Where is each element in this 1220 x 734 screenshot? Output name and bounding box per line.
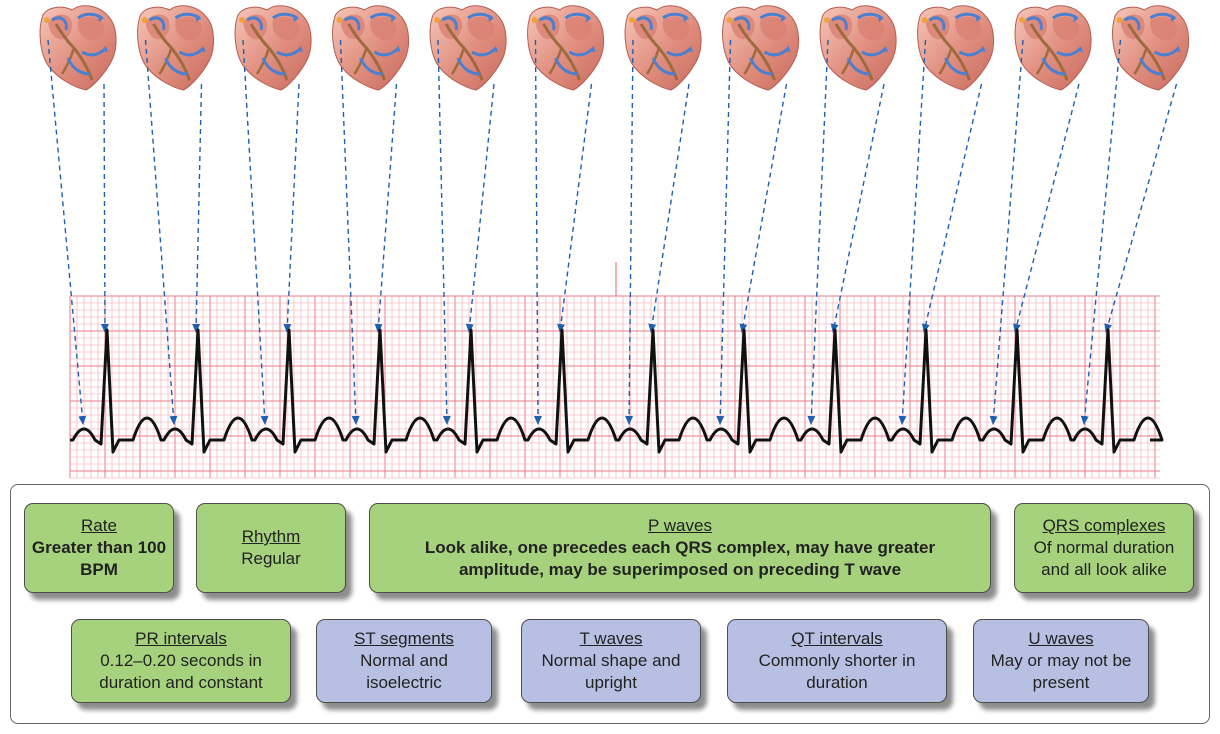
conduction-arrow: [830, 83, 885, 333]
characteristics-panel: Rate Greater than 100 BPM Rhythm Regular…: [10, 484, 1210, 724]
heart-icon: [428, 4, 508, 92]
heart-icon: [233, 4, 313, 92]
conduction-arrow: [144, 39, 178, 425]
qt-box: QT intervals Commonly shorter in duratio…: [727, 619, 947, 703]
heart-icon: [1013, 4, 1093, 92]
ecg-diagram: [38, 4, 1191, 479]
conduction-arrow: [1080, 39, 1122, 425]
conduction-arrows: [47, 39, 1178, 425]
rate-box: Rate Greater than 100 BPM: [24, 503, 174, 593]
conduction-arrow: [47, 39, 87, 425]
conduction-arrow: [716, 39, 732, 425]
conduction-arrow: [533, 39, 542, 425]
heart-icon: [1111, 4, 1191, 92]
u-waves-value: May or may not be present: [990, 651, 1132, 692]
pr-title: PR intervals: [135, 629, 227, 648]
p-waves-box: P waves Look alike, one precedes each QR…: [369, 503, 991, 593]
qrs-box: QRS complexes Of normal duration and all…: [1014, 503, 1194, 593]
p-waves-value: Look alike, one precedes each QRS comple…: [424, 538, 936, 579]
conduction-arrow: [807, 39, 829, 425]
conduction-arrow: [1013, 83, 1080, 333]
conduction-arrow: [242, 39, 269, 425]
pr-box: PR intervals 0.12–0.20 seconds in durati…: [71, 619, 291, 703]
conduction-arrow: [465, 83, 495, 333]
qt-title: QT intervals: [791, 629, 883, 648]
conduction-arrow: [921, 83, 983, 333]
conduction-arrow: [648, 83, 690, 333]
heart-icon: [526, 4, 606, 92]
conduction-arrow: [437, 39, 451, 425]
conduction-arrow: [283, 83, 300, 333]
t-waves-box: T waves Normal shape and upright: [521, 619, 701, 703]
pr-value: 0.12–0.20 seconds in duration and consta…: [99, 651, 263, 692]
rhythm-value: Regular: [241, 549, 301, 568]
heart-icon: [818, 4, 898, 92]
ecg-grid: [69, 262, 1160, 479]
qrs-value: Of normal duration and all look alike: [1033, 538, 1175, 579]
t-waves-title: T waves: [579, 629, 643, 648]
t-waves-value: Normal shape and upright: [541, 651, 681, 692]
st-title: ST segments: [354, 629, 454, 648]
heart-icons: [38, 4, 1191, 92]
heart-icon: [916, 4, 996, 92]
conduction-arrow: [192, 83, 203, 333]
rhythm-title: Rhythm: [241, 527, 301, 546]
conduction-arrow: [100, 83, 109, 333]
conduction-arrow: [1104, 83, 1178, 333]
heart-icon: [721, 4, 801, 92]
heart-icon: [623, 4, 703, 92]
qt-value: Commonly shorter in duration: [758, 651, 916, 692]
conduction-arrow: [739, 83, 788, 333]
ecg-trace: [70, 328, 1164, 454]
st-value: Normal and isoelectric: [360, 651, 448, 692]
rate-title: Rate: [81, 516, 117, 535]
conduction-arrow: [625, 39, 634, 425]
rhythm-box: Rhythm Regular: [196, 503, 346, 593]
conduction-arrow: [898, 39, 927, 425]
conduction-arrow: [557, 83, 593, 333]
u-waves-box: U waves May or may not be present: [973, 619, 1149, 703]
qrs-title: QRS complexes: [1042, 516, 1166, 535]
conduction-arrow: [339, 39, 360, 425]
p-waves-title: P waves: [648, 516, 712, 535]
rate-value: Greater than 100 BPM: [31, 538, 167, 579]
heart-icon: [331, 4, 411, 92]
u-waves-title: U waves: [1028, 629, 1094, 648]
conduction-arrow: [374, 83, 398, 333]
st-box: ST segments Normal and isoelectric: [316, 619, 492, 703]
conduction-arrow: [989, 39, 1024, 425]
